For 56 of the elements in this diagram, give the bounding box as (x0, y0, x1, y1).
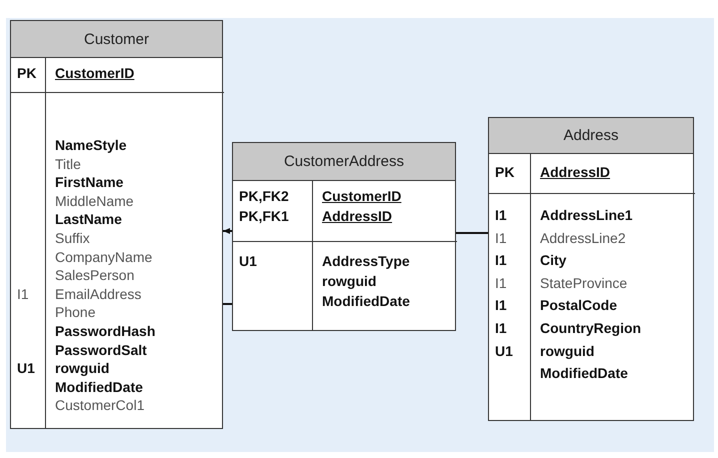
field-name: PasswordHash (55, 322, 156, 340)
field-name: CustomerID (55, 64, 134, 82)
field-name: AddressLine2 (540, 228, 626, 247)
field-name: Suffix (55, 229, 90, 247)
field-name: AddressType (322, 252, 410, 270)
key-label: PK (17, 64, 36, 82)
relationship-line (223, 303, 232, 305)
field-name: ModifiedDate (540, 364, 628, 382)
key-label: PK (495, 163, 514, 181)
relationship-line (456, 232, 488, 234)
field-name: NameStyle (55, 136, 127, 154)
field-name: PasswordSalt (55, 340, 147, 359)
key-column (233, 181, 313, 242)
key-column (489, 154, 531, 194)
field-name: StateProvince (540, 274, 628, 292)
key-label: I1 (495, 251, 507, 270)
field-name: AddressID (322, 207, 392, 225)
table-title: Address (489, 118, 693, 154)
key-label: PK,FK2 (239, 187, 289, 205)
entity-table (488, 117, 694, 421)
entity-table (232, 142, 456, 331)
relationship-line (223, 228, 232, 234)
key-label: I1 (495, 319, 507, 337)
field-name: City (540, 251, 566, 270)
key-column (11, 58, 46, 93)
field-name: rowguid (322, 272, 376, 290)
table-title: Customer (11, 21, 222, 58)
table-title: CustomerAddress (233, 143, 455, 181)
key-label: I1 (495, 274, 507, 292)
field-name: CountryRegion (540, 319, 642, 337)
field-name: PostalCode (540, 296, 618, 314)
field-name: rowguid (540, 342, 594, 360)
field-name: CustomerID (322, 187, 402, 205)
field-name: Phone (55, 303, 96, 322)
field-name: FirstName (55, 173, 124, 192)
field-name: LastName (55, 210, 122, 228)
key-label: I1 (495, 228, 507, 247)
field-name: ModifiedDate (55, 378, 143, 396)
field-name: EmailAddress (55, 284, 142, 303)
key-label: U1 (17, 359, 35, 378)
field-name: CustomerCol1 (55, 396, 144, 414)
key-label: I1 (17, 284, 29, 303)
field-name: rowguid (55, 359, 110, 378)
field-name: MiddleName (55, 192, 134, 210)
key-label: I1 (495, 206, 507, 224)
field-name: AddressID (540, 163, 610, 181)
key-label: I1 (495, 296, 507, 314)
field-name: SalesPerson (55, 266, 134, 284)
key-label: U1 (495, 342, 513, 360)
field-name: CompanyName (55, 248, 152, 266)
field-name: ModifiedDate (322, 292, 410, 310)
entity-table (10, 20, 223, 429)
field-name: Title (55, 154, 81, 173)
key-label: PK,FK1 (239, 207, 289, 225)
field-name: AddressLine1 (540, 206, 633, 224)
key-label: U1 (239, 252, 257, 270)
